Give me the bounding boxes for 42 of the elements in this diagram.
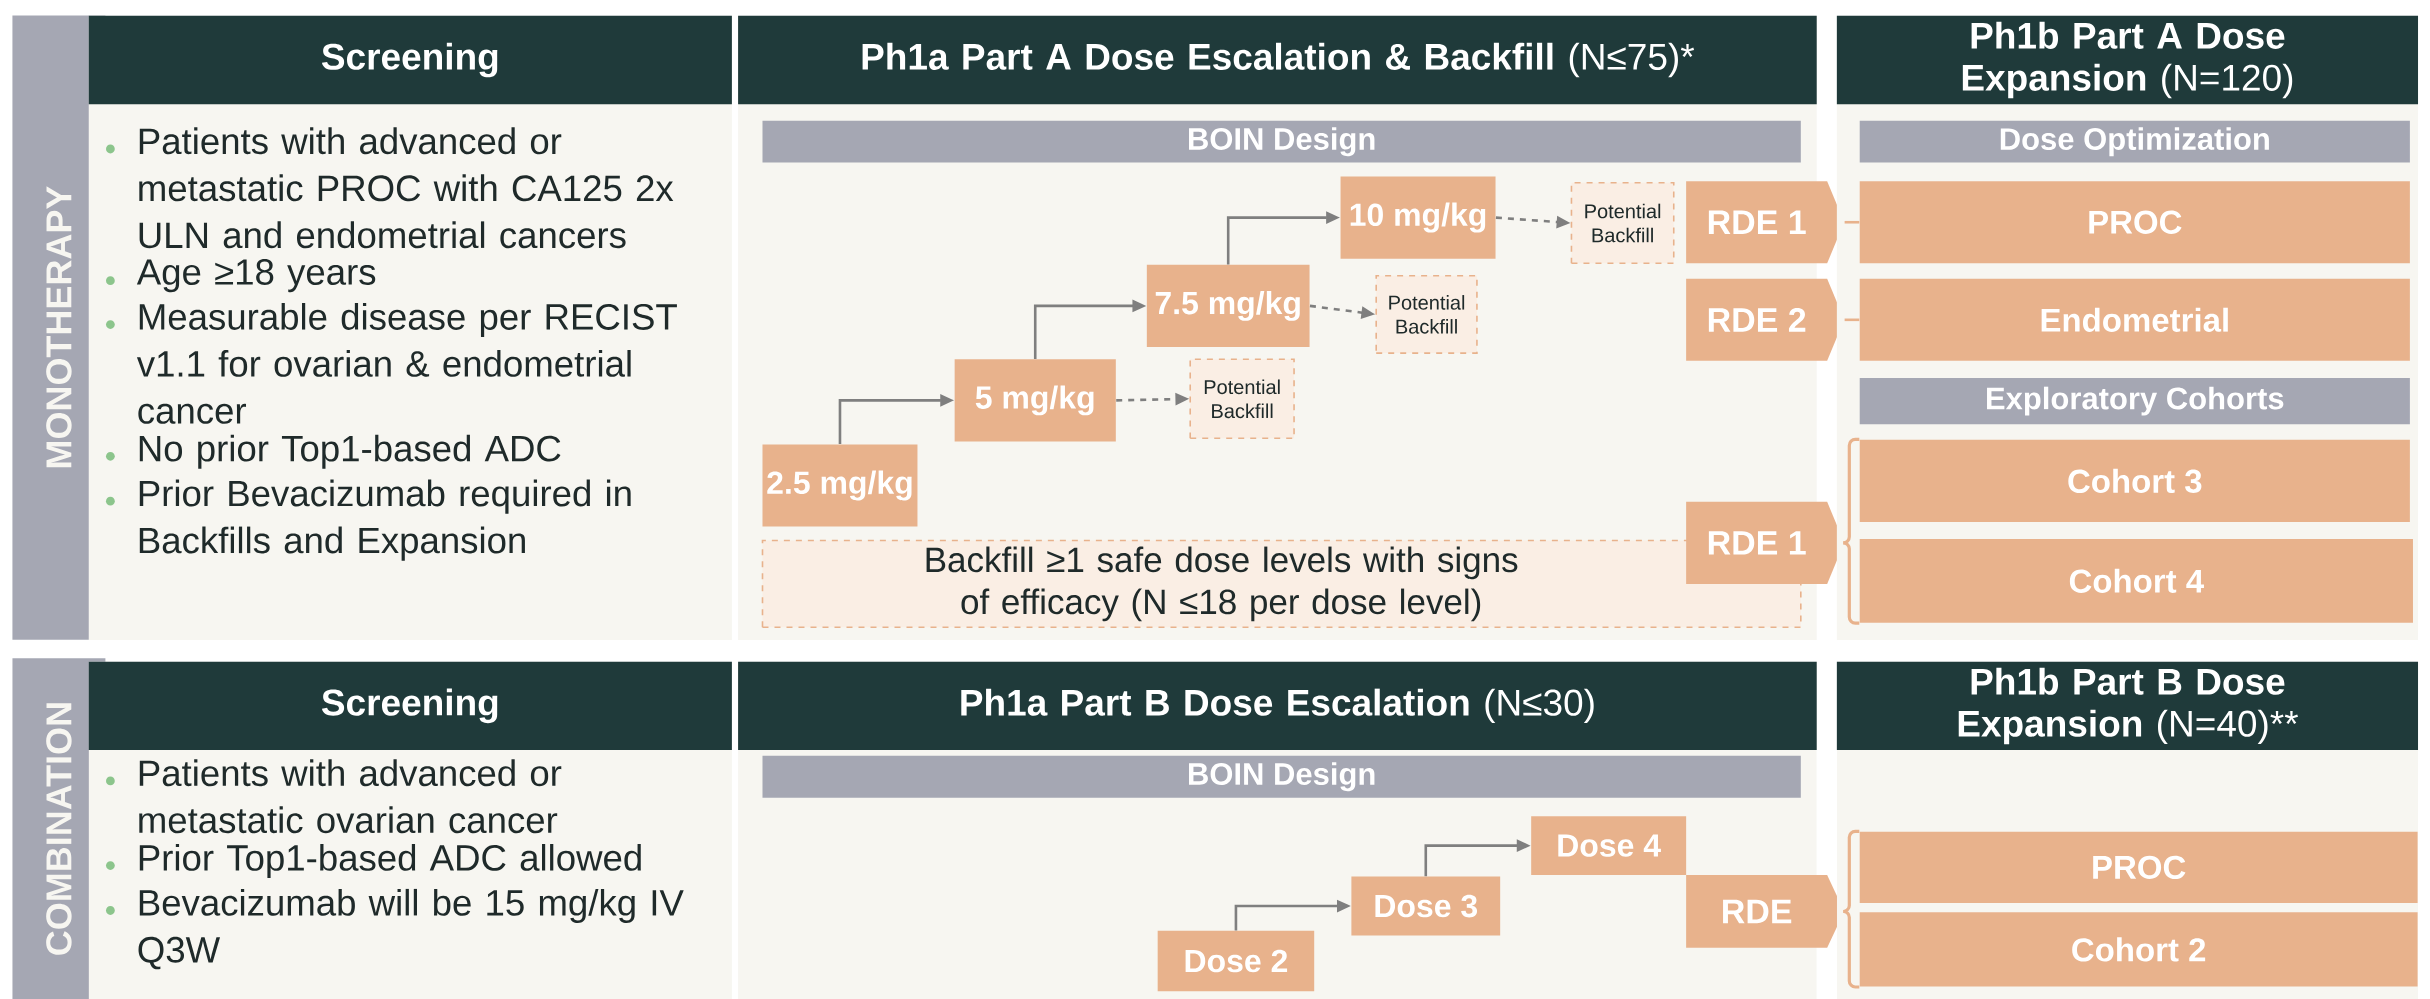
cohort-box: Endometrial — [1859, 278, 2410, 361]
connector-line — [1844, 318, 1860, 322]
bullet-item: Prior Top1-based ADC allowed — [106, 844, 641, 879]
bullet-item: Patients with advanced or metastatic ovarian cancer — [106, 759, 562, 834]
dose-box: Dose 2 — [1157, 930, 1315, 992]
column-header: Ph1a Part B Dose Escalation (N≤30) — [738, 661, 1817, 750]
bullet-item: Prior Bevacizumab required in Backfills and Expansion — [106, 479, 631, 561]
column-header: Screening — [88, 15, 732, 105]
dose-box: Dose 3 — [1351, 876, 1501, 936]
section-bar: Exploratory Cohorts — [1859, 377, 2410, 425]
dose-box: 2.5 mg/kg — [762, 444, 918, 527]
pointed-tag: RDE 1 — [1686, 501, 1845, 584]
dose-box: 5 mg/kg — [954, 359, 1116, 442]
bullet-item: Bevacizumab will be 15 mg/kg IV Q3W — [106, 888, 684, 970]
bullet-item: Measurable disease per RECIST v1.1 for ovarian & endometrial cancer — [106, 303, 677, 424]
connector-line — [1844, 220, 1860, 224]
pointed-tag: RDE 2 — [1686, 278, 1845, 361]
bullet-item: No prior Top1-based ADC — [106, 434, 561, 469]
section-bar: BOIN Design — [762, 755, 1801, 798]
bullet-item: Patients with advanced or metastatic PROC with CA125 2x ULN and endometrial cancers — [106, 127, 674, 249]
dose-box: 7.5 mg/kg — [1146, 264, 1310, 347]
column-header: Ph1a Part A Dose Escalation & Backfill (N≤75)* — [738, 15, 1817, 105]
section-bar: Dose Optimization — [1859, 120, 2410, 163]
cohort-box: PROC — [1859, 831, 2418, 903]
cohort-box: Cohort 2 — [1859, 912, 2418, 987]
backfill-box: Potential Backfill — [1570, 181, 1675, 265]
cohort-box: PROC — [1859, 181, 2410, 264]
bullet-item: Age ≥18 years — [106, 259, 376, 293]
column-header: Screening — [88, 661, 732, 750]
pointed-tag: RDE — [1686, 875, 1845, 948]
column-header: Ph1b Part A Dose Expansion (N=120) — [1836, 15, 2419, 105]
backfill-box: Potential Backfill — [1189, 358, 1295, 440]
section-bar: BOIN Design — [762, 120, 1801, 163]
dose-box: 10 mg/kg — [1340, 176, 1496, 259]
cohort-box: Cohort 3 — [1859, 439, 2410, 522]
bracket — [1841, 909, 1860, 989]
backfill-box: Potential Backfill — [1375, 274, 1478, 354]
bracket — [1841, 541, 1860, 625]
dose-box: Dose 4 — [1531, 816, 1687, 876]
column-header: Ph1b Part B Dose Expansion (N=40)** — [1836, 661, 2419, 750]
cohort-box: Cohort 4 — [1859, 539, 2413, 623]
pointed-tag: RDE 1 — [1686, 181, 1845, 264]
